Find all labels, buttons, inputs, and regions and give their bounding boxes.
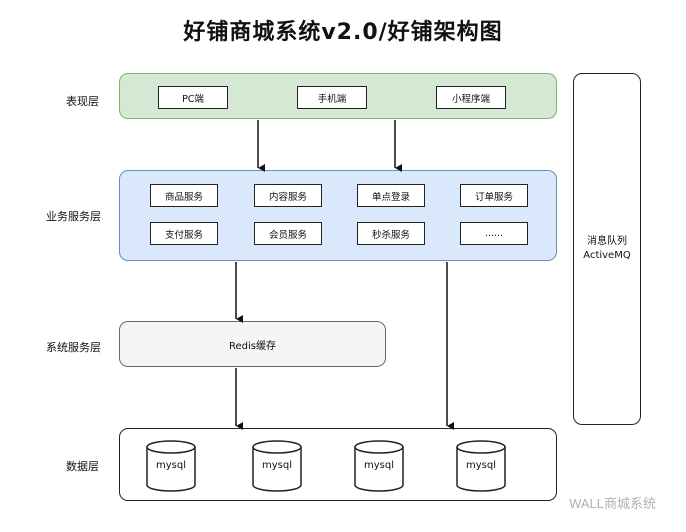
client-pc: PC端 [158, 86, 228, 109]
service-member: 会员服务 [254, 222, 322, 245]
database-icon [456, 440, 506, 492]
database-3: mysql [354, 440, 404, 492]
database-icon [146, 440, 196, 492]
database-icon [252, 440, 302, 492]
redis-cache-label: Redis缓存 [229, 340, 276, 352]
service-content: 内容服务 [254, 184, 322, 207]
database-4: mysql [456, 440, 506, 492]
service-payment: 支付服务 [150, 222, 218, 245]
layer-label-presentation: 表现层 [66, 95, 99, 108]
redis-cache-panel: Redis缓存 [119, 321, 386, 367]
database-label: mysql [364, 460, 394, 471]
database-2: mysql [252, 440, 302, 492]
database-label: mysql [156, 460, 186, 471]
database-icon [354, 440, 404, 492]
service-seckill: 秒杀服务 [357, 222, 425, 245]
diagram-title: 好铺商城系统v2.0/好铺架构图 [183, 20, 503, 45]
service-more: ...... [460, 222, 528, 245]
database-label: mysql [262, 460, 292, 471]
database-1: mysql [146, 440, 196, 492]
service-product: 商品服务 [150, 184, 218, 207]
client-mobile: 手机端 [297, 86, 367, 109]
layer-label-system: 系统服务层 [46, 341, 101, 354]
message-queue-panel: 消息队列 ActiveMQ [573, 73, 641, 425]
database-label: mysql [466, 460, 496, 471]
layer-label-business: 业务服务层 [46, 210, 101, 223]
service-sso: 单点登录 [357, 184, 425, 207]
watermark: WALL商城系统 [569, 496, 656, 511]
message-queue-product: ActiveMQ [583, 250, 631, 261]
layer-label-data: 数据层 [66, 460, 99, 473]
message-queue-label: 消息队列 [587, 236, 627, 247]
service-order: 订单服务 [460, 184, 528, 207]
client-miniprogram: 小程序端 [436, 86, 506, 109]
